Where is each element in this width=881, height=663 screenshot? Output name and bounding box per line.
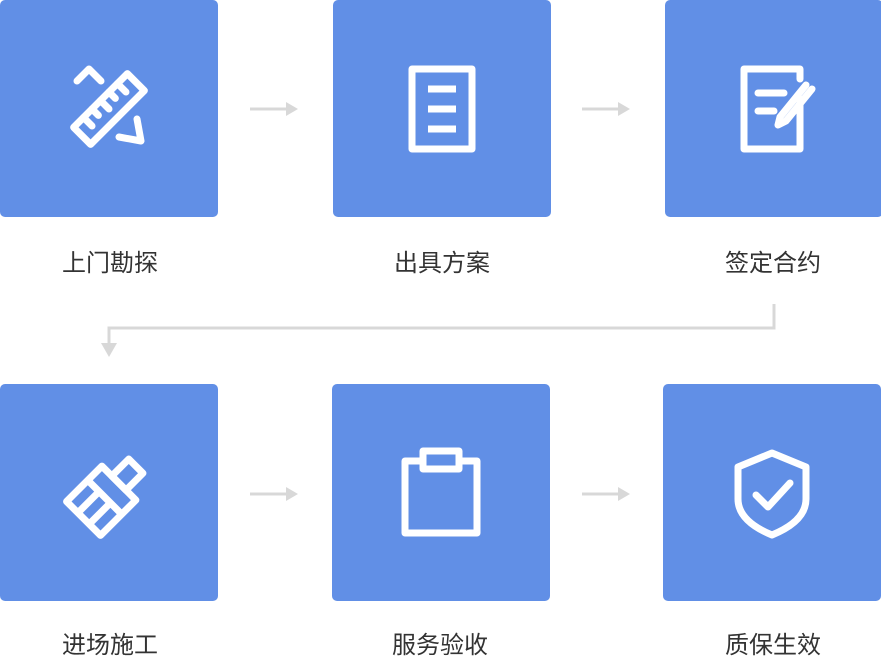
step-tile-proposal [333,0,551,217]
paint-brush-icon [63,455,147,539]
step-tile-survey [0,0,218,217]
document-icon [408,65,476,152]
step-tile-construction [0,384,218,601]
step-label: 上门勘探 [62,249,158,277]
arrow-right-icon [582,487,630,501]
ruler-pencil-icon [70,65,148,148]
edit-contract-icon [740,65,816,152]
step-label: 签定合约 [725,249,821,277]
arrow-right-icon [250,487,298,501]
step-label: 出具方案 [394,249,490,277]
step-tile-contract [665,0,881,217]
arrow-right-icon [250,102,298,116]
step-label: 质保生效 [725,631,821,659]
shield-check-icon [734,449,810,538]
step-label: 进场施工 [62,631,158,659]
arrow-right-icon [582,102,630,116]
step-label: 服务验收 [392,631,488,659]
step-tile-warranty [663,384,881,601]
step-tile-acceptance [332,384,550,601]
clipboard-icon [401,447,481,536]
